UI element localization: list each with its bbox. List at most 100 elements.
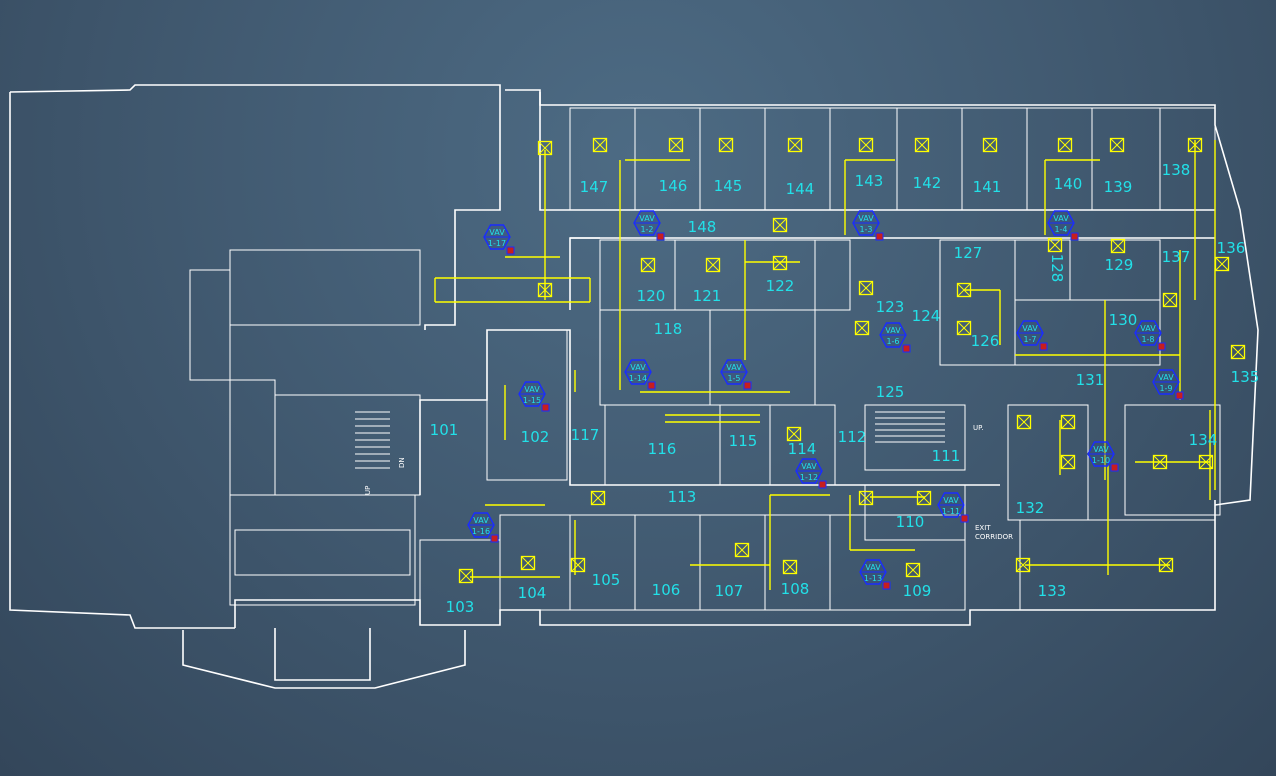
room-number: 137 xyxy=(1162,248,1191,266)
room-number: 133 xyxy=(1038,582,1067,600)
ceiling-diffuser-icon xyxy=(570,557,586,573)
room-number: 138 xyxy=(1162,161,1191,179)
damper-icon xyxy=(818,480,827,489)
vav-label: VAV xyxy=(885,326,901,335)
vav-number: 1-4 xyxy=(1054,225,1067,234)
room-number: 116 xyxy=(648,440,677,458)
ceiling-diffuser-icon xyxy=(786,426,802,442)
damper-icon xyxy=(875,232,884,241)
room-number: 110 xyxy=(896,513,925,531)
room-number: 142 xyxy=(913,174,942,192)
room-number: 108 xyxy=(781,580,810,598)
ceiling-diffuser-icon xyxy=(1110,238,1126,254)
room-number: 120 xyxy=(637,287,666,305)
vav-label: VAV xyxy=(726,363,742,372)
vav-tag: VAV 1-6 xyxy=(879,322,907,348)
vav-label: VAV xyxy=(630,363,646,372)
room-number: 101 xyxy=(430,421,459,439)
ceiling-diffuser-icon xyxy=(854,320,870,336)
vav-number: 1-16 xyxy=(472,527,490,536)
vav-number: 1-6 xyxy=(886,337,899,346)
room-outline xyxy=(829,107,898,211)
room-outline xyxy=(229,494,416,606)
room-outline xyxy=(1124,404,1221,516)
damper-icon xyxy=(656,232,665,241)
room-outline xyxy=(829,514,966,611)
room-number: 126 xyxy=(971,332,1000,350)
ceiling-diffuser-icon xyxy=(858,137,874,153)
walls xyxy=(9,84,1259,689)
damper-icon xyxy=(1039,342,1048,351)
room-outline xyxy=(814,239,851,311)
room-number: 107 xyxy=(715,582,744,600)
ceiling-diffuser-icon xyxy=(1060,414,1076,430)
ceiling-diffuser-icon xyxy=(1187,137,1203,153)
vav-label: VAV xyxy=(1053,214,1069,223)
room-outline xyxy=(189,269,231,381)
room-number: 136 xyxy=(1217,239,1246,257)
room-number: 143 xyxy=(855,172,884,190)
vav-tag: VAV 1-4 xyxy=(1047,210,1075,236)
vav-label: VAV xyxy=(943,496,959,505)
room-outline xyxy=(1019,519,1216,611)
room-outline xyxy=(709,309,816,406)
room-number: 134 xyxy=(1189,431,1218,449)
damper-icon xyxy=(1070,232,1079,241)
ceiling-diffuser-icon xyxy=(458,568,474,584)
wall-segment xyxy=(9,84,501,330)
vav-number: 1-10 xyxy=(1092,456,1110,465)
ceiling-diffuser-icon xyxy=(1060,454,1076,470)
ceiling-diffuser-icon xyxy=(1015,557,1031,573)
vav-label: VAV xyxy=(489,228,505,237)
ceiling-diffuser-icon xyxy=(537,282,553,298)
room-number: 122 xyxy=(766,277,795,295)
damper-icon xyxy=(506,246,515,255)
vav-label: VAV xyxy=(865,563,881,572)
ceiling-diffuser-icon xyxy=(772,255,788,271)
room-number: 123 xyxy=(876,298,905,316)
room-number: 141 xyxy=(973,178,1002,196)
damper-icon xyxy=(541,403,550,412)
ceiling-diffuser-icon xyxy=(1016,414,1032,430)
vav-number: 1-12 xyxy=(800,473,818,482)
room-number: 132 xyxy=(1016,499,1045,517)
stair-down-note: DN xyxy=(398,457,406,468)
damper-icon xyxy=(882,581,891,590)
ceiling-diffuser-icon xyxy=(537,140,553,156)
vav-number: 1-13 xyxy=(864,574,882,583)
annotations: UP. UP DN EXIT CORRIDOR xyxy=(364,424,1013,541)
exit-corridor-label-2: CORRIDOR xyxy=(975,533,1013,541)
vav-tag: VAV 1-14 xyxy=(624,359,652,385)
room-number: 105 xyxy=(592,571,621,589)
ceiling-diffuser-icon xyxy=(1214,256,1230,272)
vav-label: VAV xyxy=(1158,373,1174,382)
ductwork xyxy=(434,140,1216,590)
ceiling-diffuser-icon xyxy=(640,257,656,273)
room-number: 111 xyxy=(932,447,961,465)
ceiling-diffuser-icon xyxy=(1158,557,1174,573)
room-number: 130 xyxy=(1109,311,1138,329)
room-number: 106 xyxy=(652,581,681,599)
ceiling-diffuser-icon xyxy=(718,137,734,153)
ceiling-diffuser-icon xyxy=(787,137,803,153)
ceiling-diffuser-icon xyxy=(1057,137,1073,153)
wall-segment xyxy=(9,92,235,629)
diffusers xyxy=(458,137,1246,584)
corridor-wall xyxy=(569,237,600,310)
room-outline xyxy=(419,539,501,626)
ceiling-diffuser-icon xyxy=(705,257,721,273)
room-outline xyxy=(274,394,421,496)
ceiling-diffuser-icon xyxy=(956,282,972,298)
ceiling-diffuser-icon xyxy=(590,490,606,506)
wall-segment xyxy=(234,500,1216,628)
vav-number: 1-14 xyxy=(629,374,647,383)
ceiling-diffuser-icon xyxy=(1198,454,1214,470)
room-number: 117 xyxy=(571,426,600,444)
